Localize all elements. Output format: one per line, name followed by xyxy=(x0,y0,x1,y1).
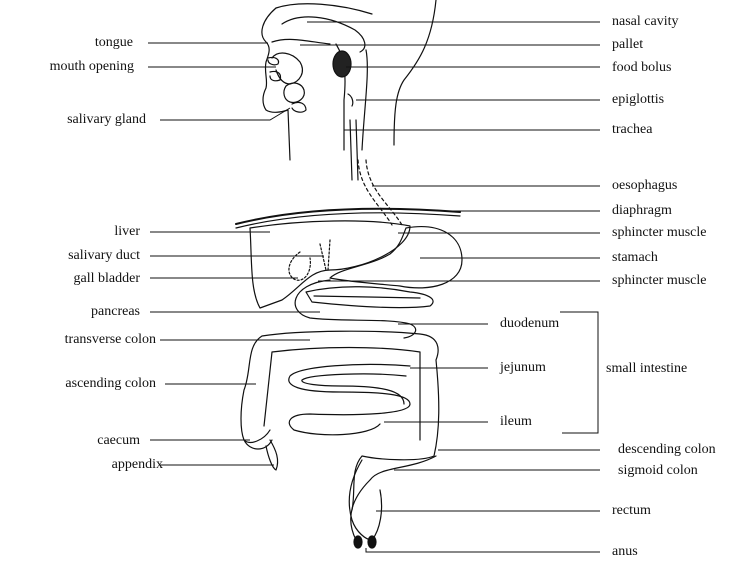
anus-shape xyxy=(353,535,363,549)
label-salivary-gland: salivary gland xyxy=(67,112,146,127)
jaw-lower xyxy=(291,101,307,113)
diaphragm-shape-2 xyxy=(235,212,461,229)
gall-bladder-shape xyxy=(288,251,311,281)
liver-shape xyxy=(249,220,411,309)
label-pallet: pallet xyxy=(612,37,644,52)
lips-lower xyxy=(269,70,282,82)
label-duodenum: duodenum xyxy=(500,316,560,331)
label-salivary-duct: salivary duct xyxy=(68,248,140,263)
oesophagus-shape xyxy=(357,159,403,226)
trachea-shape xyxy=(349,119,359,181)
rectum-shape xyxy=(348,459,383,541)
jaw-shape xyxy=(283,82,305,103)
label-appendix: appendix xyxy=(111,457,163,472)
leader-anus xyxy=(365,548,600,553)
label-small-intestine: small intestine xyxy=(606,361,688,376)
label-pancreas: pancreas xyxy=(91,304,140,319)
leader-salivary-gland xyxy=(160,107,291,121)
stomach-shape xyxy=(329,226,463,289)
head-outline xyxy=(261,7,291,161)
label-liver: liver xyxy=(114,224,140,239)
label-ileum: ileum xyxy=(500,414,532,429)
duct-shape xyxy=(319,239,331,271)
label-anus: anus xyxy=(612,544,638,559)
label-trachea: trachea xyxy=(612,122,653,137)
label-stamach: stamach xyxy=(612,250,658,265)
head-back xyxy=(275,3,373,15)
anus-shape-2 xyxy=(367,535,377,549)
tongue-shape xyxy=(271,52,303,85)
label-rectum: rectum xyxy=(612,503,651,518)
caecum-shape xyxy=(243,439,273,450)
lips-upper xyxy=(267,56,280,66)
pancreas-duct xyxy=(313,295,421,299)
pharynx-back xyxy=(361,49,368,151)
spine-line xyxy=(393,0,437,146)
epiglottis-shape xyxy=(347,93,354,107)
label-mouth-opening: mouth opening xyxy=(49,59,134,74)
label-descending-colon: descending colon xyxy=(618,442,716,457)
label-oesophagus: oesophagus xyxy=(612,178,678,193)
food-bolus-shape xyxy=(332,50,352,78)
sigmoid-shape xyxy=(350,455,437,541)
small-intestine-coils xyxy=(288,363,411,436)
label-sphincter-muscle-upper: sphincter muscle xyxy=(612,225,707,240)
small-intestine-coils-2 xyxy=(301,373,407,405)
duodenum-shape xyxy=(294,279,417,339)
label-nasal-cavity: nasal cavity xyxy=(612,14,679,29)
label-jejunum: jejunum xyxy=(500,360,546,375)
label-caecum: caecum xyxy=(97,433,140,448)
nasal-cavity-shape xyxy=(281,16,366,53)
label-tongue: tongue xyxy=(94,35,133,50)
appendix-shape xyxy=(265,439,279,471)
label-epiglottis: epiglottis xyxy=(612,92,665,107)
pancreas-shape xyxy=(305,286,434,309)
label-diaphragm: diaphragm xyxy=(612,203,672,218)
label-sigmoid-colon: sigmoid colon xyxy=(618,463,698,478)
palate-shape xyxy=(271,38,331,45)
label-sphincter-muscle-lower: sphincter muscle xyxy=(612,273,707,288)
diaphragm-shape xyxy=(235,207,461,225)
colon-shape xyxy=(240,330,440,511)
label-ascending-colon: ascending colon xyxy=(65,376,156,391)
small-intestine-bracket xyxy=(560,311,599,434)
label-transverse-colon: transverse colon xyxy=(64,332,156,347)
colon-inner xyxy=(263,346,421,441)
label-food-bolus: food bolus xyxy=(612,60,672,75)
label-gall-bladder: gall bladder xyxy=(73,271,140,286)
